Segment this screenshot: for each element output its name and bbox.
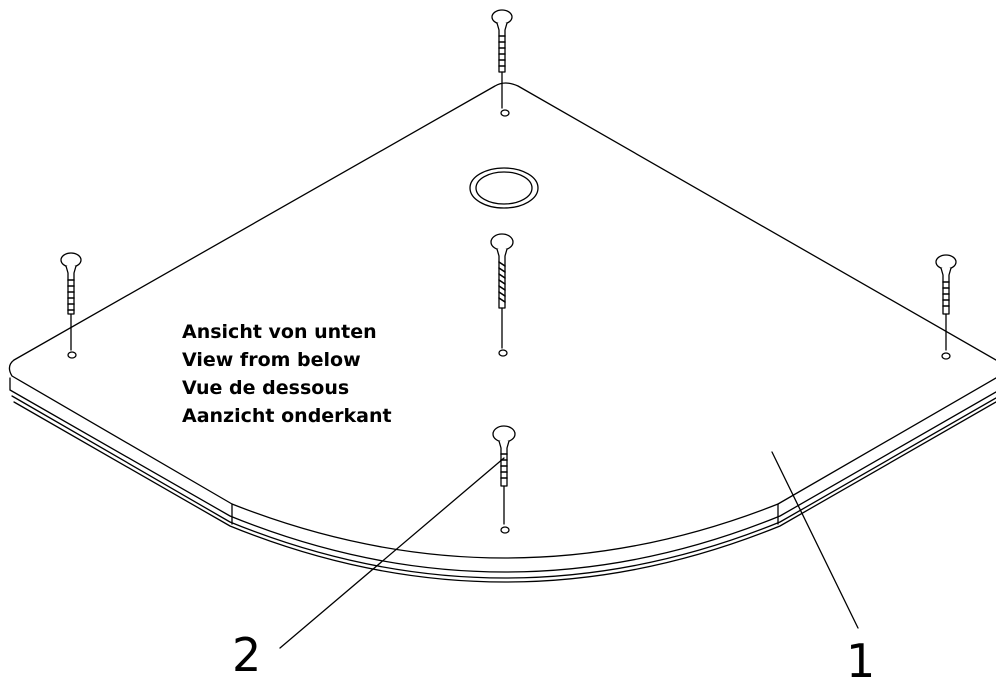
screw-left: [60, 252, 82, 359]
view-label-en: View from below: [182, 349, 361, 371]
leader-line-1: [771, 451, 859, 629]
plate-front-edge-upper: [8, 359, 996, 559]
plate-rim-line-1: [9, 377, 996, 573]
hole-left: [67, 351, 77, 359]
callout-part-2: 2: [232, 628, 262, 682]
hole-front: [500, 526, 510, 534]
hole-right: [941, 352, 951, 360]
base-plate: [8, 82, 996, 583]
view-label-nl: Aanzicht onderkant: [182, 405, 392, 427]
hole-top: [500, 109, 510, 117]
view-label-de: Ansicht von unten: [182, 321, 377, 343]
drain-inner-ring: [475, 171, 533, 205]
drain-outer-ring: [469, 167, 539, 209]
screw-right: [935, 254, 957, 360]
screw-top: [491, 9, 513, 117]
drain-hole: [469, 167, 539, 209]
view-label: Ansicht von unten View from below Vue de…: [182, 318, 392, 430]
screw-center: [490, 233, 514, 357]
plate-top-outline: [13, 82, 996, 361]
callout-part-1: 1: [846, 634, 876, 688]
screw-front: [492, 425, 516, 534]
hole-center: [498, 349, 508, 357]
leader-line-2: [279, 457, 505, 649]
plate-rim-line-2: [11, 395, 996, 579]
plate-rim-line-3: [13, 401, 996, 583]
view-label-fr: Vue de dessous: [182, 377, 350, 399]
